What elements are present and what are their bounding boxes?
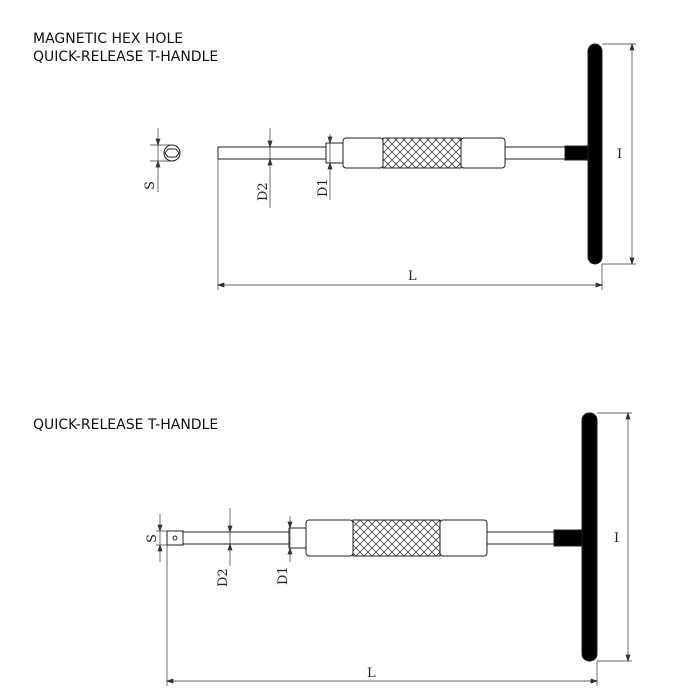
figure2-shaft-connector (553, 529, 585, 547)
figure2-main-shaft (486, 531, 555, 545)
figure2-tool (166, 412, 598, 662)
figure1-label-i: I (617, 147, 622, 162)
figure1-tip-shaft (217, 146, 327, 160)
figure2-knurled-grip (352, 519, 441, 557)
figure2-label-i: I (614, 531, 619, 546)
figure1-t-handle (587, 43, 603, 265)
figure1-label-l: L (408, 269, 417, 284)
figure1-title-line2: QUICK-RELEASE T-HANDLE (33, 49, 219, 65)
figure2-sleeve-right (439, 519, 488, 557)
figure1-title-line1: MAGNETIC HEX HOLE (33, 31, 184, 47)
figure1-hex-end-view (163, 144, 181, 162)
figure2-tip-shaft (182, 531, 290, 545)
figure1-title: MAGNETIC HEX HOLE QUICK-RELEASE T-HANDLE (33, 30, 218, 66)
figure1-knurled-grip (382, 137, 462, 169)
figure1-label-d2: D2 (256, 182, 271, 201)
figure1-tool (163, 43, 603, 265)
figure2-t-handle (581, 412, 598, 662)
figure1-label-s: S (143, 181, 158, 190)
figure1-sleeve-left (342, 137, 384, 169)
figure1-label-d1: D1 (316, 178, 331, 197)
figure1-collar (325, 142, 344, 164)
figure1-dimension-labels: S D2 D1 I L (143, 147, 622, 284)
figure2-dimensions (156, 411, 632, 686)
figure2-label-d1: D1 (276, 566, 291, 585)
figure1-main-shaft (504, 146, 566, 160)
figure2-label-d2: D2 (216, 568, 231, 587)
figure2-label-l: L (367, 666, 376, 681)
figure2-label-s: S (145, 534, 160, 543)
figure2-ball-detent (172, 535, 178, 541)
figure2-collar (288, 527, 307, 549)
figure2-title: QUICK-RELEASE T-HANDLE (33, 417, 219, 433)
figure2-square-drive (166, 530, 184, 546)
figure1-dimensions (150, 42, 636, 290)
figure2-dimension-labels: S D2 D1 I L (145, 531, 619, 681)
figure1-sleeve-right (460, 137, 506, 169)
figure1-shaft-connector (564, 145, 590, 161)
figure2-sleeve-left (305, 519, 354, 557)
